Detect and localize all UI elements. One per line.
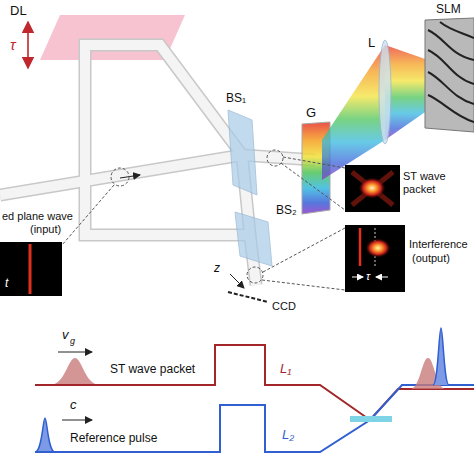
part-label: L [368,36,375,51]
part-label: SLM [436,3,461,17]
velocity-subscript: g [70,336,75,346]
inset-caption: Interference [409,238,468,251]
path-label: L₂ [282,428,294,443]
part-label: G [306,106,316,121]
inset-caption: (input) [30,223,61,236]
inset-caption: ST wave packet [403,170,469,195]
pulse-label: ST wave packet [110,363,195,377]
part-label: CCD [272,300,296,313]
inset-caption: ed plane wave [2,210,73,223]
delay-label: τ [366,270,370,283]
velocity-label: c [70,398,77,413]
part-label: DL [10,4,27,19]
velocity-label: v [62,328,69,343]
part-label: BS₂ [276,204,297,218]
part-label: BS₁ [226,92,246,106]
pulse-label: Reference pulse [70,432,157,446]
axis-label: z [214,262,220,276]
axis-label: t [5,277,8,291]
inset-caption: (output) [412,252,450,265]
path-label: L₁ [280,362,291,377]
delay-label: τ [10,36,16,53]
